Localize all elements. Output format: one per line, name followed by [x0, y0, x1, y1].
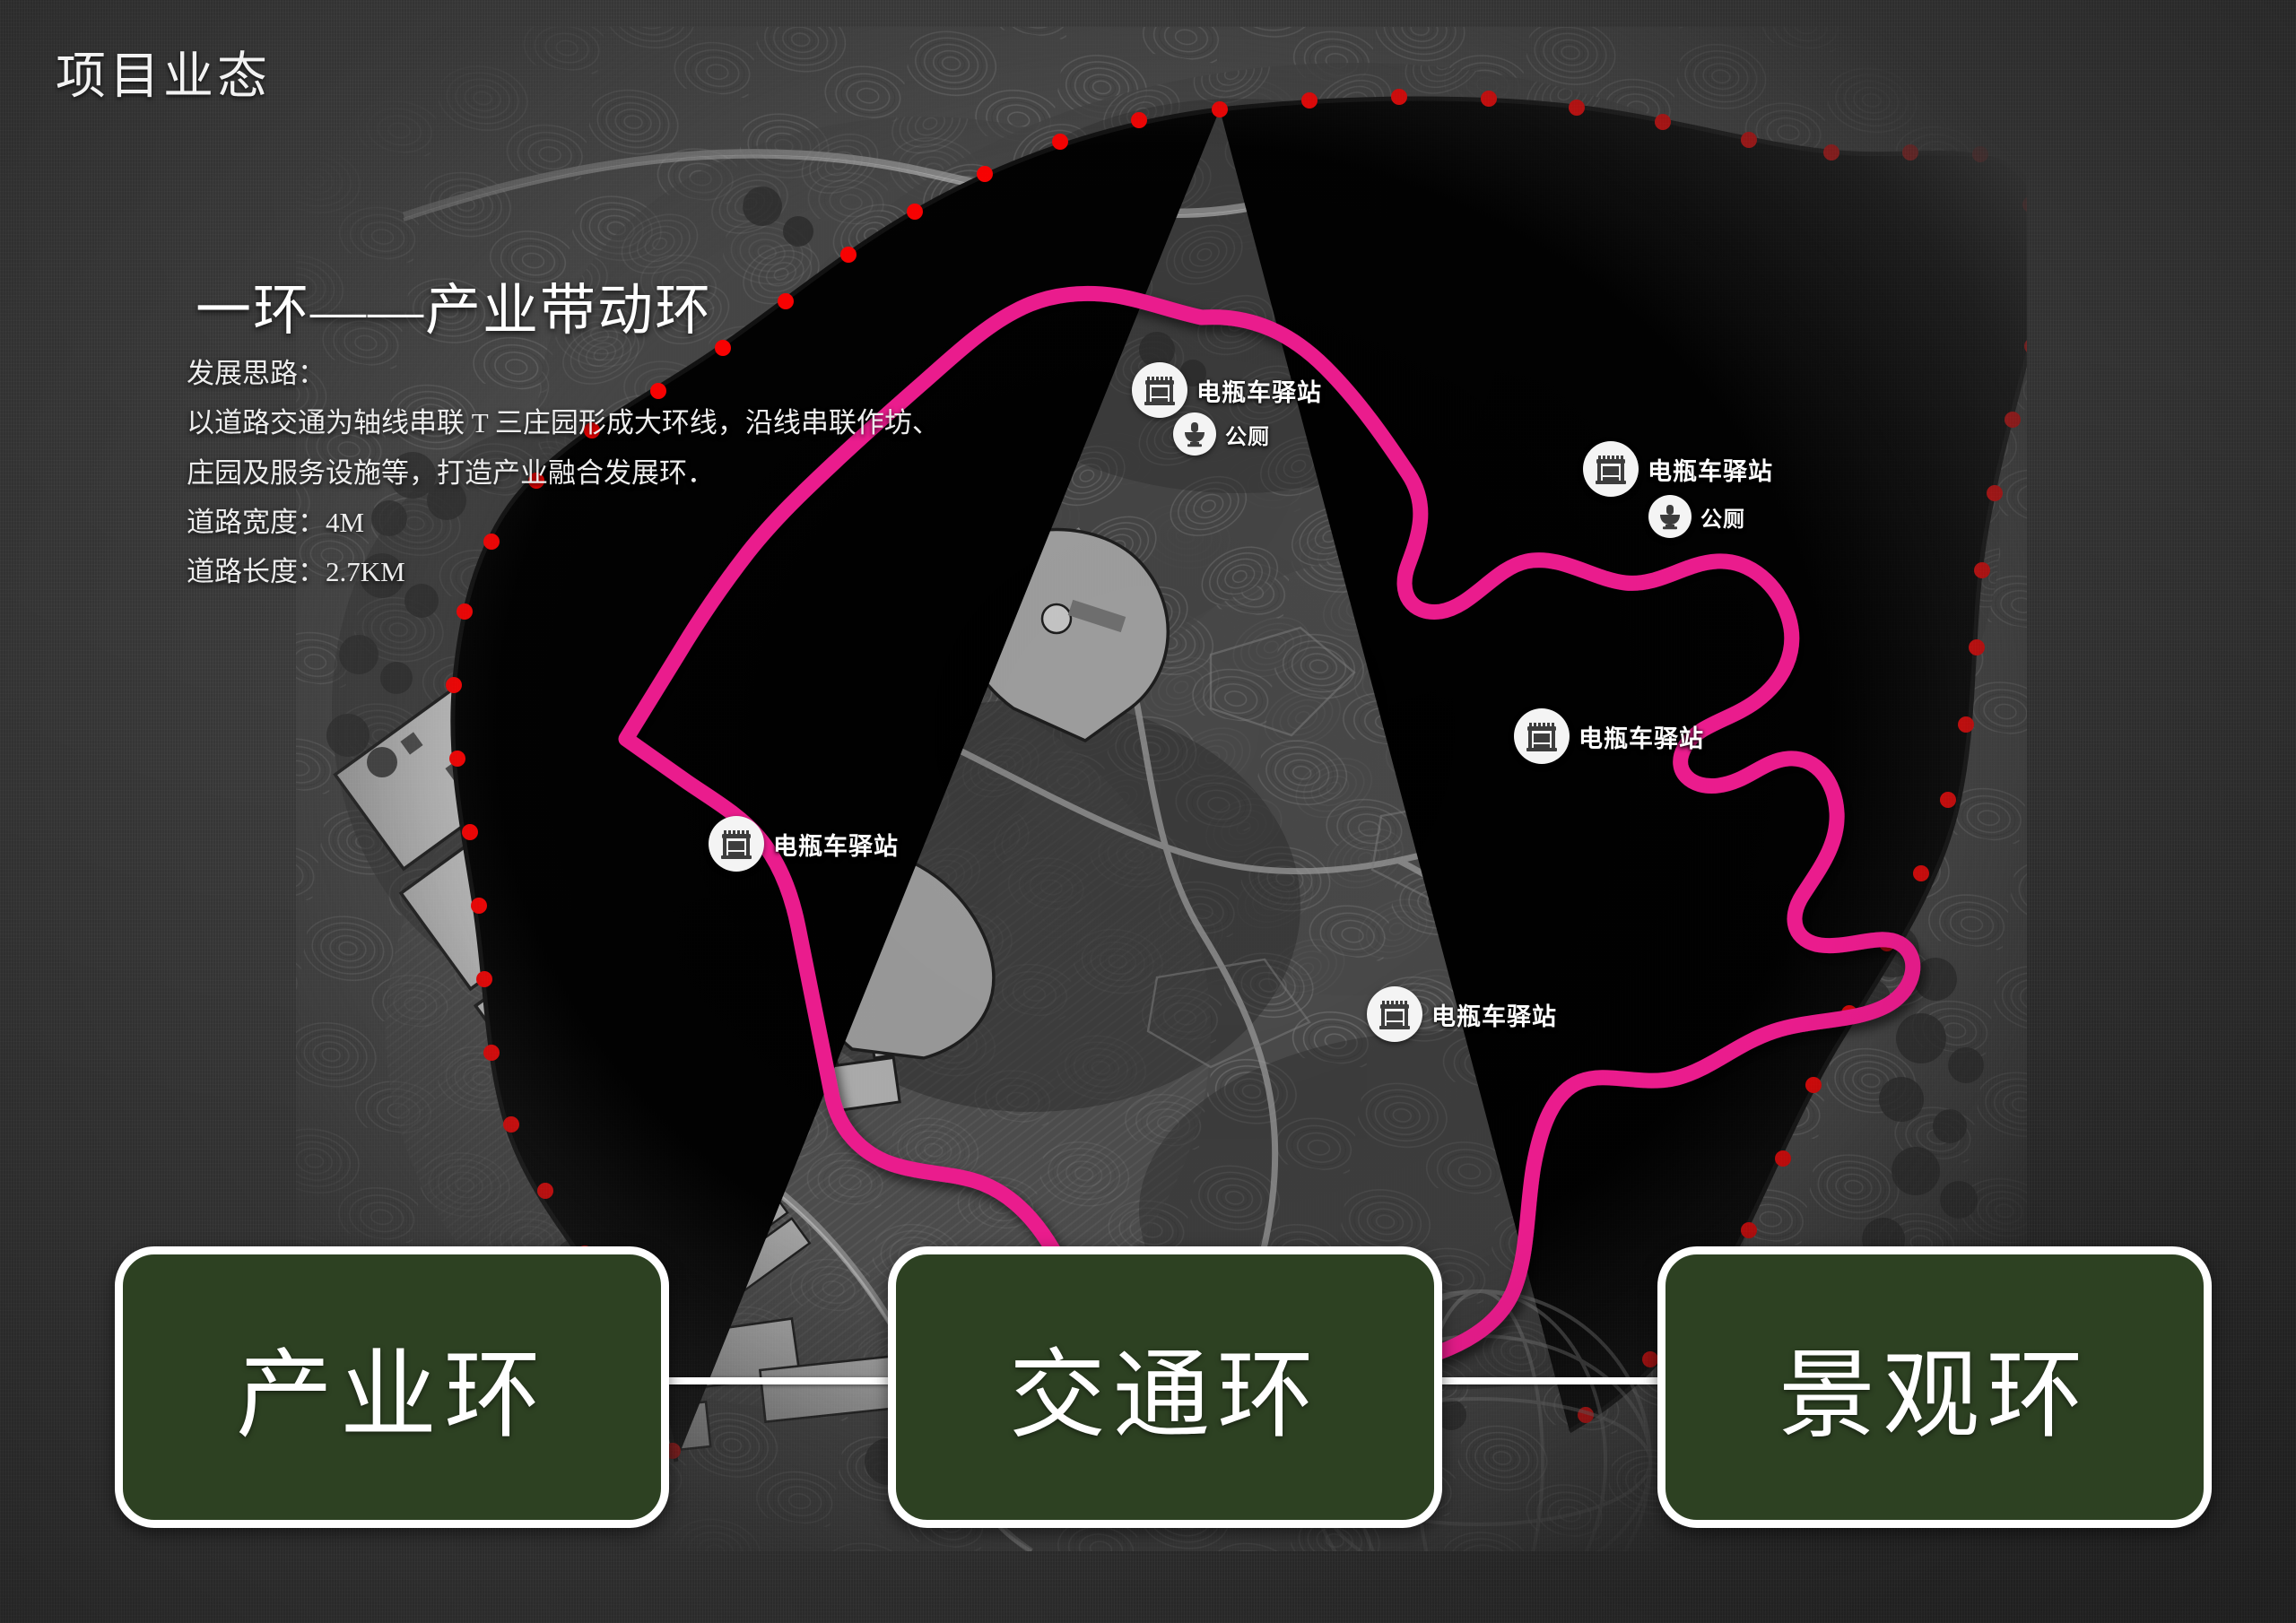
map-poi-station-east[interactable]: 电瓶车驿站	[1514, 708, 1704, 764]
industry-ring-route	[618, 285, 1921, 1383]
cart-station-icon	[1514, 708, 1570, 764]
ring-connector-1	[646, 1377, 895, 1384]
aerial-topographic-map	[296, 27, 2027, 1551]
description-line-2: 以道路交通为轴线串联 T 三庄园形成大环线，沿线串联作坊、	[187, 407, 940, 439]
map-poi-label: 电瓶车驿站	[1196, 378, 1322, 406]
ring-box-traffic[interactable]: 交通环	[888, 1246, 1442, 1528]
ring-boxes-row: 产业环 交通环 景观环	[0, 1246, 2296, 1533]
map-poi-label: 电瓶车驿站	[1648, 457, 1773, 485]
description-line-1: 发展思路：	[187, 358, 326, 389]
cart-station-icon	[709, 816, 764, 872]
ring-box-landscape[interactable]: 景观环	[1657, 1246, 2212, 1528]
description-line-3: 庄园及服务设施等，打造产业融合发展环．	[187, 456, 715, 489]
map-poi-label: 公厕	[1700, 507, 1745, 532]
development-description: 发展思路： 以道路交通为轴线串联 T 三庄园形成大环线，沿线串联作坊、 庄园及服…	[187, 350, 994, 598]
map-poi-label: 电瓶车驿站	[1578, 725, 1704, 752]
cart-station-icon	[1132, 362, 1187, 418]
map-poi-label: 公厕	[1225, 424, 1270, 449]
toilet-icon	[1648, 495, 1692, 538]
map-graphic	[296, 27, 2027, 1551]
ring-box-label: 景观环	[1778, 1343, 2091, 1450]
map-poi-station-west[interactable]: 电瓶车驿站	[709, 816, 899, 872]
section-heading: 一环——产业带动环	[196, 281, 713, 342]
cart-station-icon	[1583, 441, 1639, 497]
map-poi-toilet-northeast[interactable]: 公厕	[1648, 495, 1745, 538]
ring-connector-2	[1419, 1377, 1665, 1384]
ring-box-label: 交通环	[1008, 1343, 1321, 1450]
cart-station-icon	[1367, 986, 1422, 1042]
map-poi-station-north[interactable]: 电瓶车驿站	[1132, 362, 1322, 418]
toilet-icon	[1173, 412, 1216, 456]
map-poi-label: 电瓶车驿站	[1431, 1002, 1557, 1030]
map-poi-label: 电瓶车驿站	[773, 832, 899, 860]
road-length-line: 道路长度：2.7KM	[187, 556, 405, 588]
ring-box-industry[interactable]: 产业环	[115, 1246, 669, 1528]
page-title: 项目业态	[56, 49, 271, 105]
map-poi-toilet-north[interactable]: 公厕	[1173, 412, 1270, 456]
ring-box-label: 产业环	[235, 1343, 548, 1450]
map-poi-station-south[interactable]: 电瓶车驿站	[1367, 986, 1557, 1042]
map-poi-station-northeast[interactable]: 电瓶车驿站	[1583, 441, 1773, 497]
road-width-line: 道路宽度：4M	[187, 506, 365, 538]
